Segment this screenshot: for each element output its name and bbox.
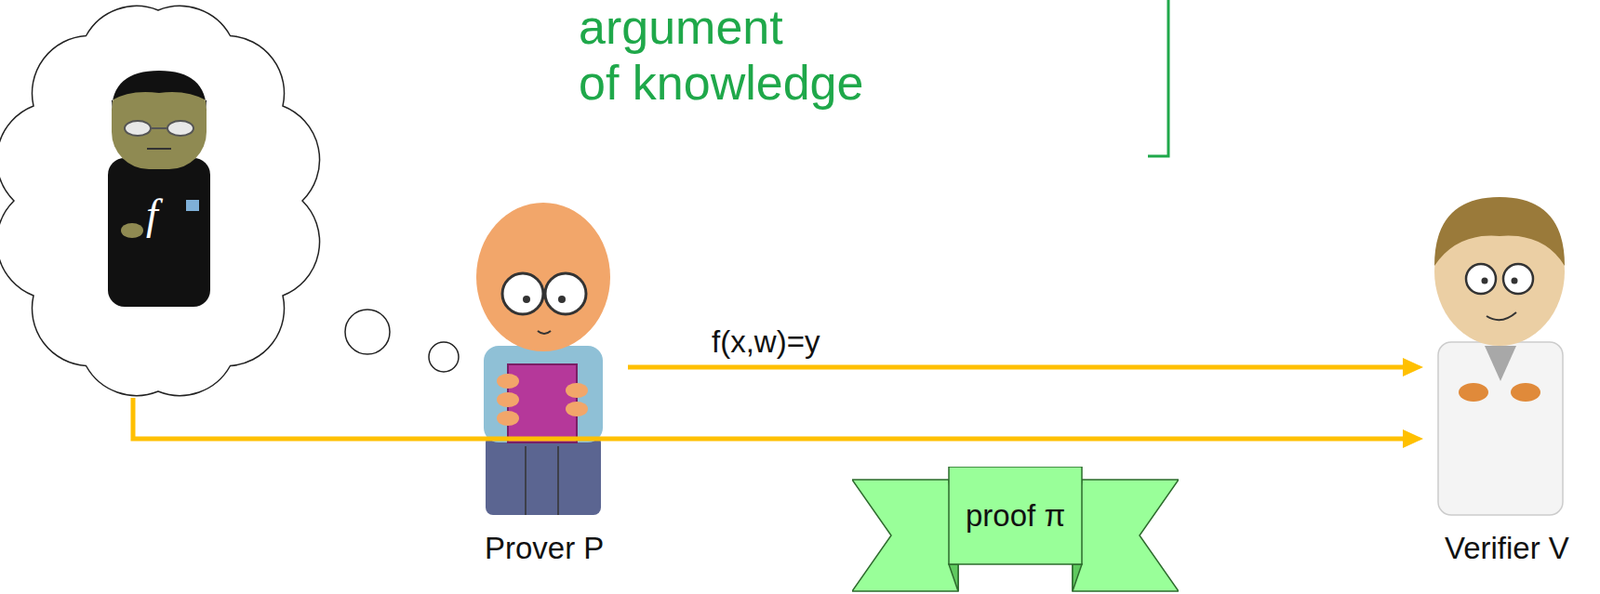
banner-part [948,564,959,592]
actor-label: Prover P [484,531,604,567]
banner-part [1072,564,1082,592]
thought-cloud-node: f [8,4,307,399]
actor-label: Verifier V [1444,531,1570,567]
thought-bubble [345,309,390,355]
function-symbol: f [146,190,159,240]
prover-figure [476,202,611,516]
title-fragment: of knowledge [578,55,864,112]
banner-panel [948,466,1082,565]
title-fragment: argument [578,0,784,56]
thought-bubble [428,342,459,373]
verifier-node: Verifier V [1423,193,1591,572]
verifier-figure [1434,197,1565,516]
banner-text: proof π [965,498,1066,534]
bracket [1147,0,1169,157]
thought-cloud [0,5,320,396]
arrow-line [627,365,1405,371]
arrowhead [1402,429,1424,449]
arrowhead [1402,358,1424,377]
prover-node: Prover P [460,199,628,572]
adversary-figure [107,70,211,307]
banner-part [1072,480,1179,592]
arrow-connector [133,398,1424,449]
banner-part [852,480,959,592]
proof-banner: proof π [852,466,1179,594]
arrow-connector [627,358,1424,377]
edge-label: f(x,w)=y [711,324,820,360]
arrow-line [133,398,1405,440]
